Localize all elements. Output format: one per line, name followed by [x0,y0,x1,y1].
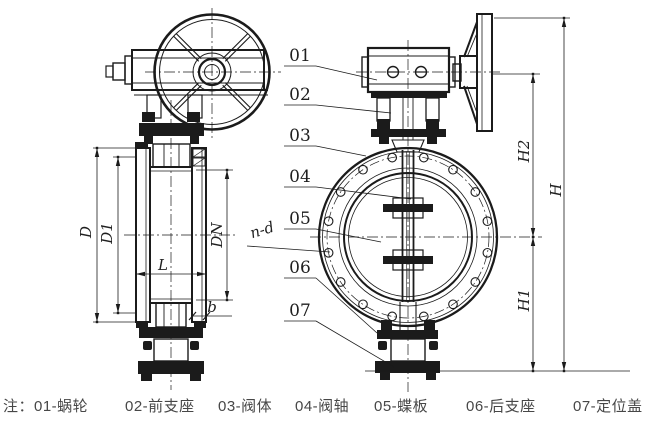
legend-note-01: 注：01-蜗轮 [3,398,89,415]
legend-note-04: 04-阀轴 [295,398,350,415]
dim-label-H: H [547,183,565,197]
callout-04: 04 [289,167,311,187]
front-view-dimensions [365,17,630,372]
dim-label-b: b [207,298,217,316]
front-support-side [139,94,204,168]
gearbox-side [105,49,268,96]
dim-label-DN: DN [208,222,226,248]
legend-note-05: 05-蝶板 [374,398,429,415]
side-view [93,8,281,390]
bottom-bracket-front [375,302,440,380]
legend-note-07: 07-定位盖 [573,398,643,415]
valve-shaft [401,150,415,302]
front-support-front [371,91,447,153]
legend-note-02: 02-前支座 [125,398,195,415]
legend-note-03: 03-阀体 [218,398,273,415]
callout-06: 06 [289,258,311,278]
gearbox-front [361,46,456,94]
front-view [310,13,630,392]
valve-flange-front [317,146,499,328]
disc-clamps [383,197,433,271]
callout-05: 05 [289,209,311,229]
handwheel-front-edge [452,13,493,132]
callout-leaders [246,65,412,368]
bolt-circle [326,155,490,319]
legend-note-06: 06-后支座 [466,398,536,415]
callout-01: 01 [289,46,311,66]
dim-label-L: L [158,256,168,274]
input-shaft [112,62,126,81]
callout-02: 02 [289,85,311,105]
side-view-centerlines [124,8,281,390]
callout-03: 03 [289,126,311,146]
callout-07: 07 [289,301,311,321]
dim-label-D: D [77,225,95,239]
front-view-dim-arrows [530,16,567,373]
dim-label-H1: H1 [515,288,533,312]
bottom-bracket-side [138,302,204,381]
n-d-leader [246,245,331,253]
dim-label-H2: H2 [515,139,533,163]
bolt-holes [323,152,493,322]
side-view-dimensions [93,147,233,323]
side-view-dim-arrows [94,146,230,324]
dim-label-D1: D1 [98,222,116,244]
